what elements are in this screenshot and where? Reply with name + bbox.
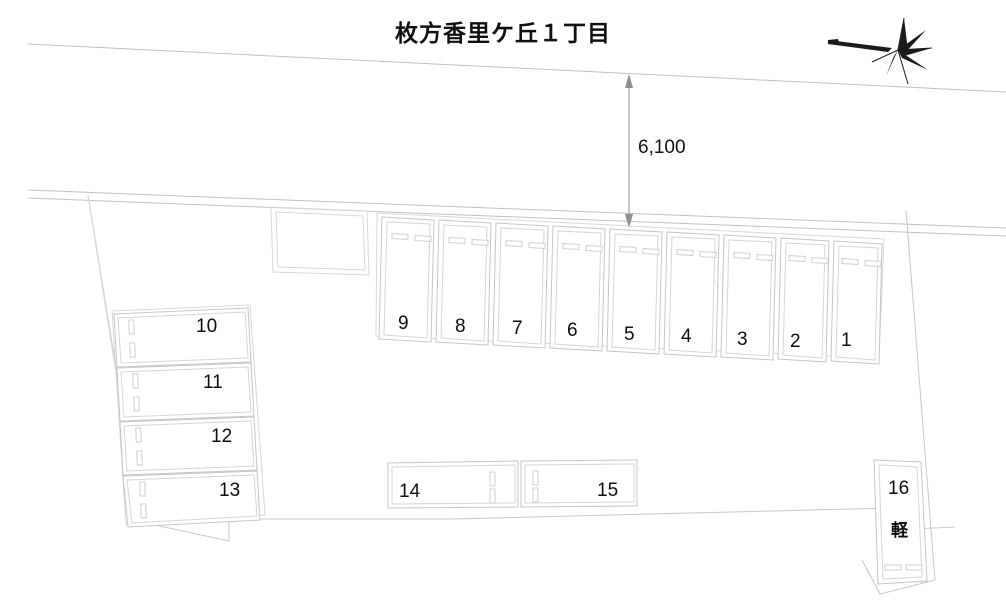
stall-1[interactable] bbox=[830, 240, 883, 365]
stall-2[interactable] bbox=[777, 237, 830, 363]
stall-3[interactable] bbox=[720, 234, 777, 361]
stall-5[interactable] bbox=[606, 228, 663, 355]
entrance-structure bbox=[270, 206, 370, 276]
dimension-6100 bbox=[625, 74, 633, 228]
stall-11[interactable] bbox=[116, 362, 255, 422]
stall-group-west-column bbox=[111, 304, 266, 528]
stall-13[interactable] bbox=[122, 470, 261, 528]
stall-10[interactable] bbox=[113, 307, 252, 368]
stall-group-south-row bbox=[387, 459, 638, 509]
stall-7[interactable] bbox=[492, 222, 549, 349]
north-arrow-icon bbox=[828, 17, 933, 85]
stall-9[interactable] bbox=[378, 216, 435, 343]
stall-6[interactable] bbox=[549, 225, 606, 352]
north-road bbox=[27, 43, 1006, 237]
stall-group-east-kei bbox=[873, 459, 928, 585]
stall-15[interactable] bbox=[520, 459, 638, 508]
stall-16[interactable] bbox=[873, 459, 928, 585]
stall-group-north-row bbox=[375, 212, 885, 365]
stall-4[interactable] bbox=[663, 231, 720, 358]
stall-14[interactable] bbox=[387, 460, 519, 509]
stall-8[interactable] bbox=[435, 219, 492, 346]
stall-12[interactable] bbox=[119, 416, 258, 476]
